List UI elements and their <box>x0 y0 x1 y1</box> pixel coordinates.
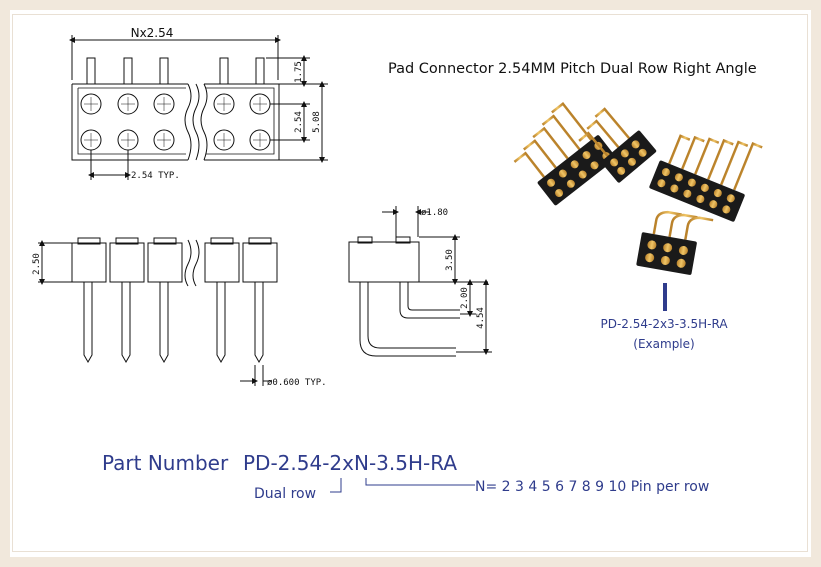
n-note-label: N= 2 3 4 5 6 7 8 9 10 Pin per row <box>475 479 709 495</box>
example-pointer <box>663 283 667 311</box>
dim-width-label: Nx2.54 <box>131 26 174 40</box>
side-dim-b-label: 2.00 <box>460 287 470 309</box>
top-view <box>69 35 328 180</box>
dim-top-label: 1.75 <box>294 61 304 83</box>
side-view <box>348 206 492 357</box>
dual-row-label: Dual row <box>254 486 316 502</box>
connector-photo <box>513 101 763 275</box>
side-dim-c-label: 4.54 <box>476 307 486 329</box>
example-part-label: PD-2.54-2x3-3.5H-RA <box>600 317 728 331</box>
side-dim-pad-label: ø1.80 <box>421 208 448 218</box>
front-dim-height-label: 2.50 <box>32 253 42 275</box>
front-dim-pin-label: ø0.600 TYP. <box>267 378 327 388</box>
dim-pitch-v-label: 2.54 <box>294 111 304 133</box>
front-view <box>38 237 278 386</box>
dim-pitch-h-label: 2.54 TYP. <box>131 171 180 181</box>
part-number-code: PD-2.54-2xN-3.5H-RA <box>243 451 457 475</box>
drawing-area <box>12 14 808 552</box>
side-dim-a-label: 3.50 <box>445 249 455 271</box>
diagram-title: Pad Connector 2.54MM Pitch Dual Row Righ… <box>388 61 757 77</box>
part-number-leaders <box>330 478 475 493</box>
example-note-label: (Example) <box>633 337 694 351</box>
part-number-label: Part Number <box>102 451 229 475</box>
dim-height-label: 5.08 <box>312 111 322 133</box>
